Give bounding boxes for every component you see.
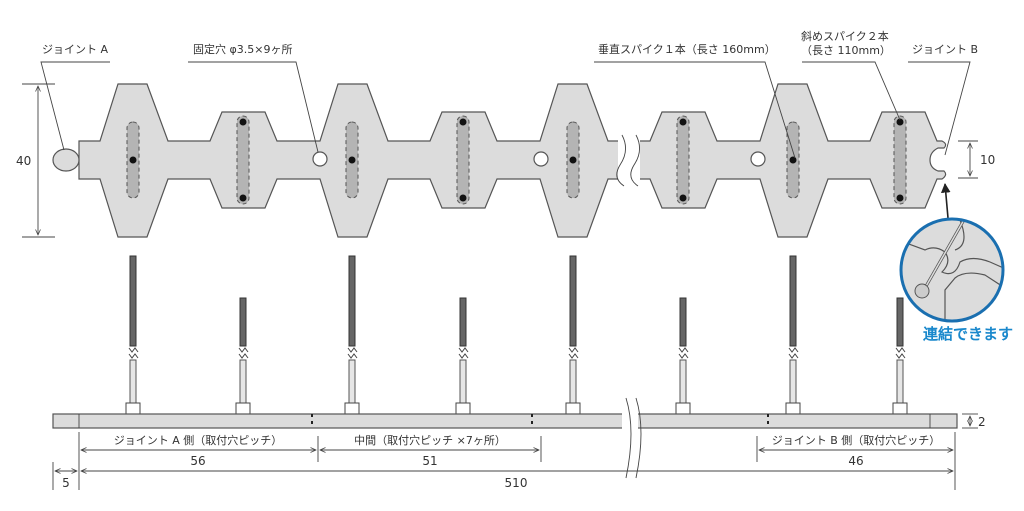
- break-mark: [128, 347, 139, 359]
- label-diagonal-spike-length: （長さ 110mm）: [801, 44, 891, 57]
- spike-dot: [896, 194, 904, 202]
- diagonal-spike-slot: [676, 115, 690, 205]
- diagonal-spike-slot: [456, 115, 470, 205]
- joint-width-dimension: 10: [958, 140, 995, 179]
- pitch-b-value: 46: [848, 454, 863, 468]
- joint-width-value: 10: [980, 153, 995, 167]
- label-joint-b: ジョイント B: [912, 43, 978, 56]
- short-spike: [896, 297, 904, 347]
- label-fixing-hole: 固定穴 φ3.5×9ヶ所: [193, 42, 292, 56]
- spike-lower: [348, 359, 356, 405]
- end-offset-value: 5: [62, 476, 70, 490]
- thickness-dimension: 2: [962, 413, 986, 429]
- break-mark: [238, 347, 249, 359]
- long-spike: [569, 255, 577, 347]
- diagonal-spike-slot: [893, 115, 907, 205]
- spike-dot: [679, 194, 687, 202]
- spike-base: [455, 402, 471, 415]
- pitch-b-label: ジョイント B 側（取付穴ピッチ）: [772, 433, 941, 447]
- spike-dot: [239, 118, 247, 126]
- spike-base: [675, 402, 691, 415]
- long-spike: [789, 255, 797, 347]
- spike-dot: [896, 118, 904, 126]
- spike-base: [125, 402, 141, 415]
- short-spike: [459, 297, 467, 347]
- spike-dot: [569, 156, 577, 164]
- pitch-a-value: 56: [190, 454, 205, 468]
- break-mark: [568, 347, 579, 359]
- long-spike: [129, 255, 137, 347]
- pitch-a-label: ジョイント A 側（取付穴ピッチ）: [114, 433, 283, 447]
- break-mark: [788, 347, 799, 359]
- spike-dot: [239, 194, 247, 202]
- spike-dot: [789, 156, 797, 164]
- side-view-bar: [52, 397, 958, 480]
- break-mark: [895, 347, 906, 359]
- pitch-mid-value: 51: [422, 454, 437, 468]
- short-spike: [239, 297, 247, 347]
- spike-dot: [459, 194, 467, 202]
- break-mark: [678, 347, 689, 359]
- spike-lower: [569, 359, 577, 405]
- height-dimension: 40: [16, 83, 55, 238]
- spike-dot: [348, 156, 356, 164]
- total-length-value: 510: [505, 476, 528, 490]
- label-diagonal-spike: 斜めスパイク２本: [801, 29, 889, 43]
- label-vertical-spike: 垂直スパイク１本（長さ 160mm）: [598, 42, 776, 56]
- fixing-holes: [312, 151, 766, 167]
- spike-base: [235, 402, 251, 415]
- spike-dot: [679, 118, 687, 126]
- joint-detail-inset: 連結できます: [899, 183, 1013, 343]
- spike-lower: [239, 359, 247, 405]
- long-spike: [348, 255, 356, 347]
- spike-lower: [896, 359, 904, 405]
- spike-lower: [679, 359, 687, 405]
- spike-slots: [126, 115, 907, 205]
- spikes-side-view: [125, 255, 908, 415]
- spike-base: [892, 402, 908, 415]
- joint-a: [52, 148, 80, 172]
- top-view-plate: [52, 83, 947, 238]
- spike-lower: [129, 359, 137, 405]
- label-joint-a: ジョイント A: [42, 43, 108, 56]
- break-mark: [347, 347, 358, 359]
- pitch-mid-label: 中間（取付穴ピッチ ×7ヶ所）: [354, 433, 506, 447]
- spike-dot: [459, 118, 467, 126]
- short-spike: [679, 297, 687, 347]
- connect-note: 連結できます: [923, 325, 1013, 343]
- spike-base: [344, 402, 360, 415]
- spike-dot: [129, 156, 137, 164]
- thickness-value: 2: [978, 415, 986, 429]
- break-mark: [458, 347, 469, 359]
- spike-lower: [459, 359, 467, 405]
- diagonal-spike-slot: [236, 115, 250, 205]
- spike-base: [785, 402, 801, 415]
- spike-lower: [789, 359, 797, 405]
- height-value: 40: [16, 154, 31, 168]
- spike-base: [565, 402, 581, 415]
- pitch-dimensions: ジョイント A 側（取付穴ピッチ） 56 中間（取付穴ピッチ ×7ヶ所） 51 …: [52, 432, 956, 490]
